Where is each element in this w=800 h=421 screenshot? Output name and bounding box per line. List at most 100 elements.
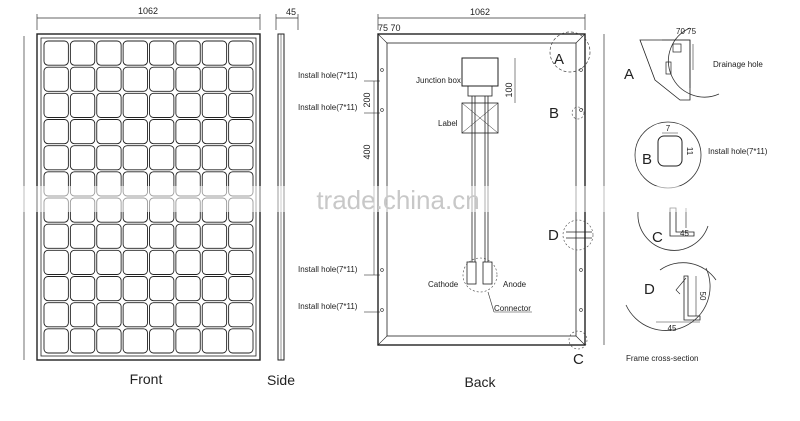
solar-cell xyxy=(175,40,201,66)
solar-cell xyxy=(69,40,96,66)
solar-cell xyxy=(149,302,175,328)
back-width-dimension: 1062 xyxy=(470,7,490,17)
solar-cell xyxy=(201,40,228,66)
solar-cell xyxy=(96,92,122,118)
side-thickness-dimension: 45 xyxy=(286,7,296,17)
front-width-dimension: 1062 xyxy=(138,6,158,16)
callout-a: A xyxy=(554,51,564,68)
solar-cell xyxy=(201,302,228,328)
solar-cell xyxy=(122,119,148,145)
detail-c: C 45 xyxy=(637,207,709,251)
solar-cell xyxy=(69,302,96,328)
junction-box xyxy=(461,57,499,87)
detail-a-offsets: 70 75 xyxy=(676,27,697,36)
solar-cell xyxy=(228,40,254,66)
solar-cell xyxy=(122,92,148,118)
detail-d-width: 45 xyxy=(668,324,677,333)
solar-cell xyxy=(96,249,122,275)
detail-a-letter: A xyxy=(624,66,634,83)
detail-b-install-hole: Install hole(7*11) xyxy=(708,147,768,156)
solar-cell xyxy=(122,249,148,275)
detail-b-letter: B xyxy=(642,151,652,168)
detail-c-width: 45 xyxy=(680,229,689,238)
solar-cell xyxy=(43,119,69,145)
callout-d: D xyxy=(548,227,559,244)
frame-cross-section-label: Frame cross-section xyxy=(626,354,698,363)
solar-cell xyxy=(69,328,96,354)
install-hole-labels: Install hole(7*11) Install hole(7*11) In… xyxy=(298,71,380,313)
solar-cell xyxy=(69,119,96,145)
solar-cell xyxy=(201,66,228,92)
solar-cell xyxy=(43,249,69,275)
install-hole-label-4: Install hole(7*11) xyxy=(298,302,358,311)
detail-d-letter: D xyxy=(644,281,655,298)
back-caption: Back xyxy=(464,374,496,390)
solar-cell xyxy=(228,302,254,328)
solar-cell xyxy=(175,119,201,145)
solar-cell xyxy=(175,249,201,275)
solar-cell xyxy=(96,66,122,92)
solar-cell xyxy=(228,249,254,275)
solar-cell xyxy=(228,276,254,302)
hole-spacing-400: 400 xyxy=(362,144,372,159)
label-text: Label xyxy=(438,119,458,128)
solar-cell xyxy=(43,328,69,354)
solar-cell xyxy=(201,119,228,145)
back-left-offsets: 75 70 xyxy=(378,23,401,33)
solar-cell xyxy=(69,145,96,171)
solar-cell xyxy=(96,223,122,249)
front-caption: Front xyxy=(130,371,163,387)
solar-cell xyxy=(201,249,228,275)
rail-holes xyxy=(380,68,583,312)
solar-cell xyxy=(69,92,96,118)
detail-b-width: 7 xyxy=(666,124,671,133)
solar-cell xyxy=(175,145,201,171)
solar-cell xyxy=(149,40,175,66)
solar-cell xyxy=(228,92,254,118)
detail-a: 70 75 A Drainage hole xyxy=(624,27,763,101)
solar-cell xyxy=(122,40,148,66)
callout-b: B xyxy=(549,105,559,122)
jbox-offset-dimension: 100 xyxy=(504,82,514,97)
solar-cell xyxy=(96,119,122,145)
solar-cell xyxy=(43,223,69,249)
solar-cell xyxy=(122,328,148,354)
solar-cell xyxy=(149,249,175,275)
detail-d: D 45 50 Frame cross-section xyxy=(625,262,717,363)
label-box xyxy=(461,102,499,134)
solar-cell xyxy=(43,145,69,171)
solar-cell xyxy=(228,145,254,171)
solar-cell xyxy=(122,66,148,92)
anode-label: Anode xyxy=(503,280,527,289)
watermark: trade.china.cn xyxy=(0,185,800,215)
solar-cell xyxy=(96,276,122,302)
solar-cell xyxy=(43,92,69,118)
install-hole-label-3: Install hole(7*11) xyxy=(298,265,358,274)
side-caption: Side xyxy=(267,372,295,388)
solar-cell xyxy=(175,302,201,328)
solar-cell xyxy=(149,328,175,354)
cathode-label: Cathode xyxy=(428,280,459,289)
solar-cell xyxy=(149,276,175,302)
solar-cell xyxy=(69,66,96,92)
hole-spacing-200: 200 xyxy=(362,92,372,107)
solar-cell xyxy=(228,223,254,249)
detail-b: 7 11 B Install hole(7*11) xyxy=(634,121,768,189)
solar-cell xyxy=(149,66,175,92)
solar-cell xyxy=(175,66,201,92)
install-hole-label-1: Install hole(7*11) xyxy=(298,71,358,80)
connector-label: Connector xyxy=(494,304,531,313)
solar-cell xyxy=(122,302,148,328)
solar-cell xyxy=(43,276,69,302)
solar-cell xyxy=(149,92,175,118)
solar-cell xyxy=(175,276,201,302)
solar-cell xyxy=(149,145,175,171)
cables xyxy=(466,96,493,285)
solar-cell xyxy=(175,328,201,354)
callout-c: C xyxy=(573,351,584,368)
solar-cell xyxy=(149,223,175,249)
solar-cell xyxy=(69,276,96,302)
solar-cell xyxy=(69,249,96,275)
detail-d-height: 50 xyxy=(698,292,707,301)
